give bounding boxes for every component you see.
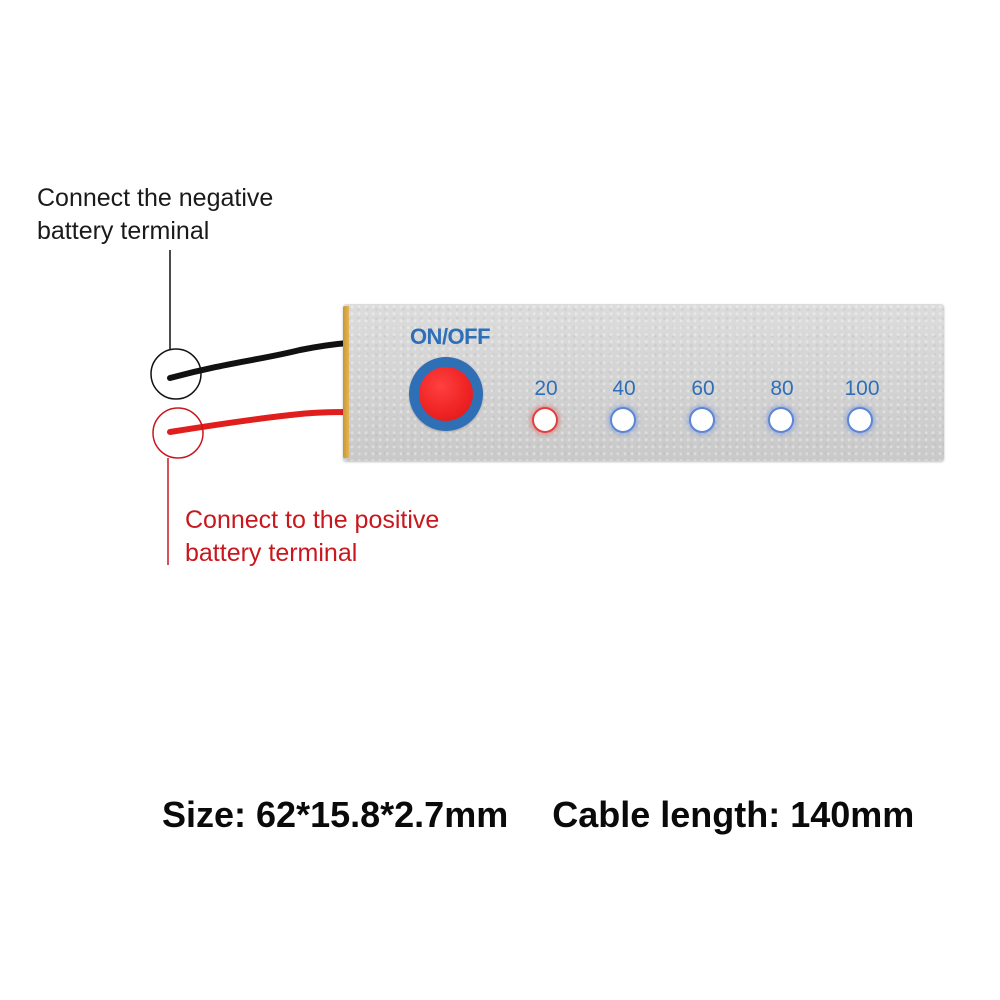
negative-label-line-2: battery terminal: [37, 217, 210, 245]
negative-callout-circle: [150, 348, 202, 400]
led-40: [612, 409, 634, 431]
led-label-60: 60: [691, 377, 715, 400]
led-80: [770, 409, 792, 431]
negative-wire: [167, 340, 351, 381]
positive-callout-circle: [152, 407, 204, 459]
onoff-button-cap[interactable]: [419, 367, 473, 421]
negative-terminal-label: Connect the negative battery terminal: [37, 182, 273, 248]
led-label-80: 80: [770, 377, 794, 400]
specs-line: Size: 62*15.8*2.7mm Cable length: 140mm: [162, 794, 914, 836]
cable-length-spec: Cable length: 140mm: [552, 794, 915, 835]
onoff-button[interactable]: [409, 357, 483, 431]
negative-label-line-1: Connect the negative: [37, 184, 274, 212]
size-spec: Size: 62*15.8*2.7mm: [162, 794, 509, 835]
positive-wire: [167, 409, 351, 435]
led-label-40: 40: [612, 377, 636, 400]
positive-label-line-2: battery terminal: [185, 539, 358, 567]
board-copper-edge: [343, 306, 349, 458]
led-20: [534, 409, 556, 431]
positive-label-line-1: Connect to the positive: [185, 506, 440, 534]
led-label-20: 20: [534, 377, 558, 400]
positive-terminal-label: Connect to the positive battery terminal: [185, 504, 439, 570]
led-100: [849, 409, 871, 431]
led-60: [691, 409, 713, 431]
onoff-label: ON/OFF: [409, 324, 491, 349]
led-label-100: 100: [844, 377, 880, 400]
